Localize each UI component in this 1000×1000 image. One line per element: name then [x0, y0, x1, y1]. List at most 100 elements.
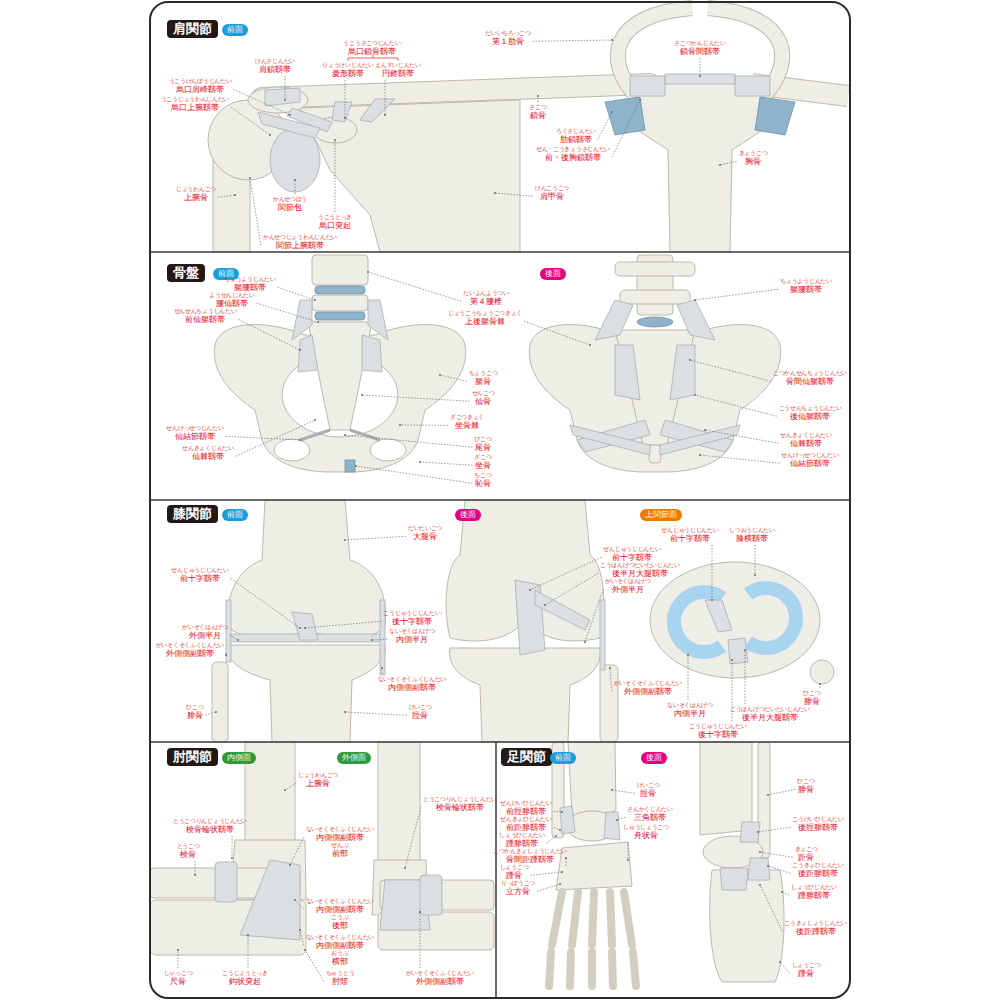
leader-line	[226, 653, 227, 655]
section-heading: 肘関節	[167, 748, 218, 766]
leader-dot	[584, 641, 586, 643]
reading-ruby: ぜんぶ	[331, 842, 348, 849]
part-label: 仙骨	[475, 397, 491, 407]
label-group: さこつかんじんたい鎖骨間靱帯	[674, 40, 725, 56]
reading-ruby: こうじょうとっき	[222, 970, 268, 977]
label-group: しょうこつ踵骨	[500, 864, 529, 880]
reading-ruby: ないそくそくふくじんたい	[306, 898, 374, 905]
part-label: 恥骨	[475, 479, 491, 489]
leader-dot	[767, 794, 769, 796]
reading-ruby: ぜん・こうきょうさじんたい	[536, 146, 610, 153]
label-group: ひこつ腓骨	[797, 778, 814, 794]
reading-ruby: うこうさこつじんたい	[343, 40, 400, 47]
label-group: けんさじんたい肩鎖靱帯	[255, 58, 295, 74]
ankle-front-illustration	[624, 892, 632, 945]
elbow-lateral-illustration	[420, 875, 442, 915]
reading-ruby: きょこつ	[795, 846, 818, 853]
ankle-front-illustration	[549, 742, 636, 986]
label-group: がいそくそくふくじんたい外側側副靱帯	[156, 642, 224, 658]
pelvis-front-illustration	[312, 295, 368, 311]
part-label: 肩甲骨	[540, 192, 564, 202]
label-group: しょうひじんたい踵腓靱帯	[499, 832, 545, 848]
label-group: こうきょひじんたい後距腓靱帯	[792, 862, 843, 878]
heading-text: 骨盤	[173, 265, 199, 281]
leader-line	[782, 892, 789, 895]
reading-ruby: こうじゅうじじんたい	[383, 610, 440, 617]
section-heading: 肩関節	[167, 20, 218, 38]
reading-ruby: こうじゅうじじんたい	[689, 723, 746, 730]
reading-ruby: とうこつ	[177, 843, 200, 850]
leader-line	[206, 712, 216, 715]
label-group: とうこつりんじょうじんたい橈骨輪状靱帯	[173, 818, 247, 834]
reading-ruby: じょうこうちょうこつきょく	[448, 310, 522, 317]
label-group: だいよんようつい第４腰椎	[463, 290, 509, 306]
pelvis-back-illustration	[529, 255, 780, 472]
heading-text: 前面	[555, 753, 571, 763]
reading-ruby: ちょうこつ	[469, 370, 498, 377]
part-label: 踵骨	[798, 969, 814, 979]
part-label: 後距踵靱帯	[796, 927, 836, 937]
part-label: 烏口上腕靱帯	[171, 103, 219, 113]
reading-ruby: うこうじょうわんじんたい	[161, 96, 229, 103]
leader-dot	[299, 929, 301, 931]
leader-line	[218, 195, 235, 197]
shoulder-illustration	[630, 80, 770, 252]
pelvis-back-illustration	[615, 345, 640, 400]
leader-dot	[317, 321, 319, 323]
ankle-front-illustration	[556, 842, 632, 890]
leader-dot	[355, 465, 357, 467]
label-group: おうぶ横部	[331, 950, 348, 966]
label-group: ざこつきょく坐骨棘	[450, 414, 484, 430]
label-group: ぜんぶ前部	[331, 842, 348, 858]
reading-ruby: ないそくそくふくじんたい	[378, 676, 446, 683]
part-label: 関節上腕靱帯	[276, 241, 324, 251]
view-tag: 外側面	[337, 752, 371, 764]
leader-dot	[399, 424, 401, 426]
leader-line	[335, 140, 336, 212]
part-label: 外側側副靱帯	[166, 649, 214, 659]
label-group: しゅうじょうこつ舟状骨	[623, 824, 669, 840]
heading-text: 肩関節	[173, 21, 212, 37]
part-label: 胸骨	[745, 157, 761, 167]
reading-ruby: せんきょくじんたい	[182, 445, 233, 452]
leader-dot	[314, 299, 316, 301]
leader-line	[547, 836, 556, 843]
leader-line	[440, 375, 467, 381]
reading-ruby: こうきょひじんたい	[792, 862, 843, 869]
part-label: 菱形靱帯	[332, 69, 364, 79]
label-group: ないそくはんげつ内側半月	[667, 702, 713, 718]
leader-dot	[759, 884, 761, 886]
reading-ruby: ぜんじゅうじじんたい	[661, 527, 718, 534]
part-label: 橈骨	[180, 850, 196, 860]
leader-line	[712, 545, 713, 600]
reading-ruby: えんすいじんたい	[375, 62, 421, 69]
part-label: 仙棘靱帯	[192, 452, 224, 462]
leader-line	[820, 684, 821, 688]
part-label: 前十字靱帯	[612, 553, 652, 563]
leader-line	[356, 466, 472, 483]
leader-dot	[611, 111, 613, 113]
view-tag: 前面	[222, 509, 248, 521]
shoulder-illustration	[208, 8, 848, 252]
leader-line	[768, 789, 795, 795]
knee-back-illustration	[600, 665, 618, 742]
leader-line	[538, 96, 539, 102]
pelvis-back-illustration	[620, 290, 690, 304]
leader-dot	[284, 99, 286, 101]
leader-line	[231, 578, 301, 628]
pelvis-back-illustration	[660, 425, 740, 455]
ankle-front-illustration	[604, 812, 620, 840]
ankle-front-illustration	[588, 952, 596, 986]
leader-dot	[231, 857, 233, 859]
label-group: こうけいひじんたい後脛腓靱帯	[792, 816, 843, 832]
part-label: 腸骨	[475, 377, 491, 387]
leader-dot	[687, 654, 689, 656]
leader-dot	[314, 419, 316, 421]
part-label: 尺骨	[170, 977, 186, 987]
shoulder-illustration	[665, 74, 735, 84]
part-label: 腸腰靱帯	[790, 285, 822, 295]
reading-ruby: ぜんじゅうじじんたい	[171, 567, 228, 574]
label-group: ぜんきょひじんたい前距腓靱帯	[500, 816, 551, 832]
label-group: ないそくそくふくじんたい内側側副靱帯	[306, 898, 374, 914]
knee-front-illustration	[292, 612, 318, 640]
